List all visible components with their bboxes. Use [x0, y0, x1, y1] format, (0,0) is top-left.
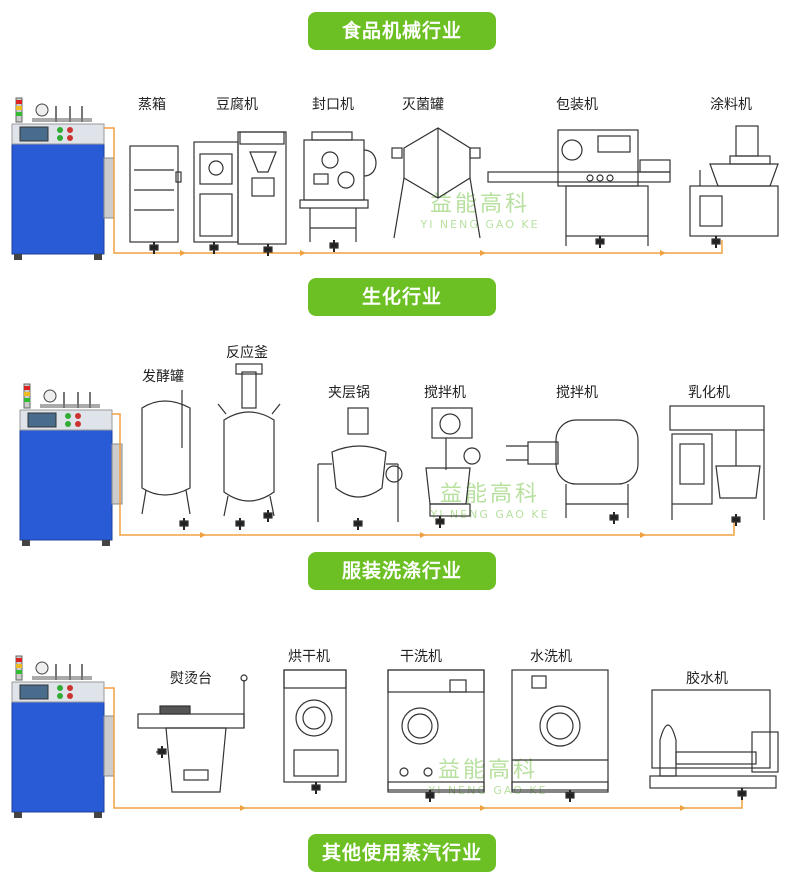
- watermark-2: 益能高科 YI NENG GAO KE: [420, 476, 560, 521]
- label-emulsifier: 乳化机: [688, 385, 730, 401]
- fermenter-icon: [141, 390, 191, 515]
- dryer-icon: [283, 669, 347, 783]
- section-title-laundry: 服装洗涤行业: [308, 552, 496, 590]
- watermark-en: YI NENG GAO KE: [428, 784, 548, 797]
- section-title-food: 食品机械行业: [308, 12, 496, 50]
- mixer-1-icon: [425, 407, 481, 517]
- washer-icon: [511, 669, 609, 793]
- packaging-machine-icon: [487, 129, 671, 246]
- watermark-cn: 益能高科: [439, 482, 540, 507]
- label-dryer: 烘干机: [288, 649, 330, 665]
- watermark-en: YI NENG GAO KE: [430, 508, 550, 521]
- label-washer: 水洗机: [530, 649, 572, 665]
- ironing-table-icon: [137, 674, 248, 793]
- emulsifier-icon: [669, 405, 765, 520]
- watermark-3: 益能高科 YI NENG GAO KE: [418, 752, 558, 797]
- label-ironing-table: 熨烫台: [170, 671, 212, 687]
- pipe-arrows: [180, 250, 686, 811]
- dry-cleaner-icon: [387, 669, 485, 793]
- steam-generator-2: [19, 383, 123, 547]
- label-dry-cleaner: 干洗机: [400, 649, 442, 665]
- steamer-icon: [129, 145, 182, 243]
- section-title-biochem: 生化行业: [308, 278, 496, 316]
- glue-machine-icon: [649, 689, 779, 789]
- label-steamer: 蒸箱: [138, 97, 166, 113]
- label-coating-machine: 涂料机: [710, 97, 752, 113]
- section-title-other: 其他使用蒸汽行业: [308, 834, 496, 872]
- reactor-icon: [217, 363, 281, 517]
- jacketed-kettle-icon: [317, 407, 403, 522]
- sealer-icon: [299, 131, 377, 242]
- label-packaging-machine: 包装机: [556, 97, 598, 113]
- label-sealer: 封口机: [312, 97, 354, 113]
- label-tofu-machine: 豆腐机: [216, 97, 258, 113]
- label-fermenter: 发酵罐: [142, 369, 184, 385]
- watermark-cn: 益能高科: [437, 758, 538, 783]
- steam-generator-1: [11, 97, 115, 261]
- label-glue-machine: 胶水机: [686, 671, 728, 687]
- coating-machine-icon: [689, 125, 779, 237]
- watermark-cn: 益能高科: [429, 192, 530, 217]
- mixer-2-icon: [506, 419, 639, 518]
- watermark-1: 益能高科 YI NENG GAO KE: [410, 186, 550, 231]
- steam-pipes: [104, 127, 743, 809]
- sterilizer-icon: [391, 127, 481, 239]
- label-mixer-2: 搅拌机: [556, 385, 598, 401]
- tofu-machine-icon: [193, 131, 287, 245]
- label-mixer-1: 搅拌机: [424, 385, 466, 401]
- label-sterilizer: 灭菌罐: [402, 97, 444, 113]
- label-jacketed-kettle: 夹层锅: [328, 385, 370, 401]
- label-reactor: 反应釜: [226, 345, 268, 361]
- steam-generator-3: [11, 655, 115, 819]
- watermark-en: YI NENG GAO KE: [420, 218, 540, 231]
